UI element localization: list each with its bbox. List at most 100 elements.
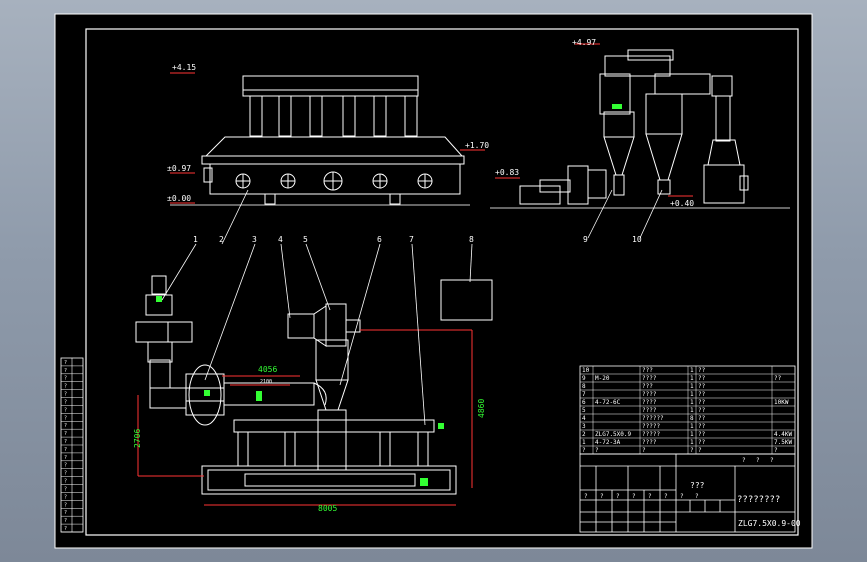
title-scale-cell: ? (648, 493, 652, 500)
parts-list-cell: ?? (774, 375, 782, 382)
parts-right-header-cell: ? (742, 457, 746, 464)
parts-list-header-cell: ? (698, 447, 702, 454)
side-strip-cell: ? (64, 407, 67, 413)
callout-6: 6 (377, 235, 382, 244)
parts-list-cell: 10 (582, 367, 590, 374)
parts-list-cell: 1 (690, 399, 694, 406)
parts-list-header-cell: ? (642, 447, 646, 454)
parts-list-cell: ?? (698, 375, 706, 382)
drawing-frame (85, 28, 799, 536)
parts-list-cell: ?? (698, 367, 706, 374)
parts-list-cell: ?? (698, 415, 706, 422)
parts-list-cell: 3 (582, 423, 586, 430)
parts-list-cell: 1 (690, 383, 694, 390)
parts-list-cell: ?? (698, 431, 706, 438)
elev-right-top: +4.97 (572, 38, 596, 47)
title-scale-cell: ? (664, 493, 668, 500)
parts-list-cell: 9 (582, 375, 586, 382)
parts-list-cell: 1 (690, 367, 694, 374)
parts-list-cell: ?????? (642, 415, 664, 422)
parts-list-cell: ?? (698, 391, 706, 398)
parts-list-cell: ??? (642, 383, 653, 390)
parts-list-cell: ?? (698, 383, 706, 390)
side-strip-cell: ? (64, 431, 67, 437)
parts-list-cell: 8 (582, 383, 586, 390)
parts-list-cell: 10KW (774, 399, 789, 406)
parts-list-cell: ?? (698, 407, 706, 414)
title-scale-cell: ? (632, 493, 636, 500)
side-strip-cell: ? (64, 463, 67, 469)
title-scale-cell: ? (680, 493, 684, 500)
parts-list-cell: 1 (690, 439, 694, 446)
parts-list-cell: ???? (642, 399, 657, 406)
parts-list-cell: M-20 (595, 375, 610, 382)
parts-list-cell: ??? (642, 367, 653, 374)
dim-vertical-left: 2706 (133, 429, 142, 448)
side-strip-cell: ? (64, 423, 67, 429)
side-strip-cell: ? (64, 360, 67, 366)
title-scale-cell: ? (695, 493, 699, 500)
parts-list-cell: 6 (582, 399, 586, 406)
side-strip-cell: ? (64, 486, 67, 492)
title-scale-cell: ? (616, 493, 620, 500)
callout-1: 1 (193, 235, 198, 244)
parts-list-cell: 4.4KW (774, 431, 792, 438)
parts-list-cell: ????? (642, 423, 660, 430)
side-strip-cell: ? (64, 447, 67, 453)
parts-list-cell: 8 (690, 415, 694, 422)
parts-list-cell: 1 (690, 423, 694, 430)
parts-list-cell: 1 (690, 375, 694, 382)
parts-right-header-cell: ? (770, 457, 774, 464)
plan-view (135, 275, 493, 495)
parts-list-cell: ???? (642, 439, 657, 446)
parts-list-header-cell: ? (582, 447, 586, 454)
parts-list-cell: ???? (642, 375, 657, 382)
parts-list-cell: ????? (642, 431, 660, 438)
side-strip-cell: ? (64, 415, 67, 421)
parts-list-header-cell: ? (774, 447, 778, 454)
parts-list-cell: 5 (582, 407, 586, 414)
parts-list-cell: ???? (642, 391, 657, 398)
parts-list-header-cell: ? (690, 447, 694, 454)
side-strip-cell: ? (64, 518, 67, 524)
parts-list-cell: 2 (582, 431, 586, 438)
green-markers (156, 296, 444, 486)
parts-list-cell: 1 (690, 431, 694, 438)
vertical-risers (249, 95, 418, 137)
dim-pipe-inner: 2100 (260, 379, 272, 385)
front-elevation-view (170, 72, 485, 206)
dim-vertical-right: 4860 (477, 399, 486, 418)
elev-left-mid: ±0.97 (167, 164, 191, 173)
parts-right-header-cell: ? (756, 457, 760, 464)
side-strip-cell: ? (64, 471, 67, 477)
parts-list-cell: 7 (582, 391, 586, 398)
parts-list-cell: 1 (582, 439, 586, 446)
parts-list-cell: ?? (698, 423, 706, 430)
callout-numbers: 1 2 3 4 5 6 7 8 9 10 (193, 235, 642, 244)
elev-left-ground: ±0.00 (167, 194, 191, 203)
parts-list-cell: ZLG7.5X0.9 (595, 431, 632, 438)
side-strip-cell: ? (64, 510, 67, 516)
parts-list-cell: 4-72-6C (595, 399, 621, 406)
side-strip-cell: ? (64, 479, 67, 485)
parts-list-cell: 1 (690, 407, 694, 414)
callout-2: 2 (219, 235, 224, 244)
side-strip-cell: ? (64, 392, 67, 398)
parts-list-cell: ???? (642, 407, 657, 414)
parts-list-cell: 4 (582, 415, 586, 422)
side-strip-cell: ? (64, 455, 67, 461)
side-strip: ?????????????????????? (60, 357, 84, 533)
side-strip-cell: ? (64, 494, 67, 500)
title-drawing-number: ZLG7.5X0.9-00 (738, 519, 801, 528)
parts-list-header-cell: ? (595, 447, 599, 454)
title-company: ???????? (737, 495, 780, 505)
green-marker-cyclone (612, 104, 622, 109)
callout-10: 10 (632, 235, 642, 244)
title-scale-cell: ? (600, 493, 604, 500)
parts-list-cell: ?? (698, 439, 706, 446)
parts-list-cell: 1 (690, 391, 694, 398)
drawing-sheet (54, 13, 813, 549)
